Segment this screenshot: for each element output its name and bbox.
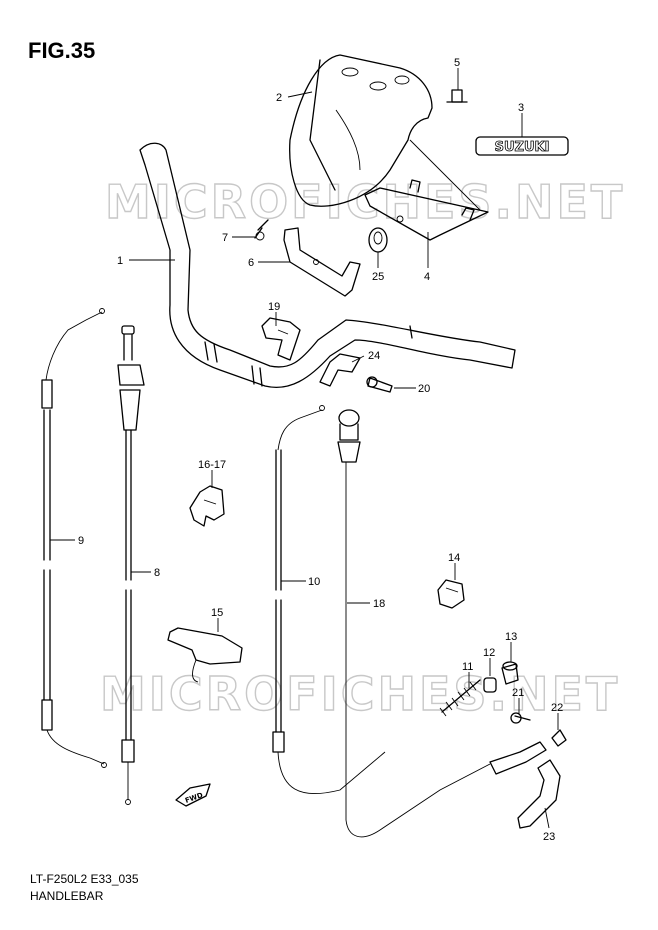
part-holder-15 (167, 627, 243, 683)
part-bolt-13 (501, 661, 519, 685)
callout-23: 23 (543, 831, 555, 843)
callout-24: 24 (368, 350, 380, 362)
callout-1: 1 (117, 255, 123, 267)
callout-8: 8 (154, 567, 160, 579)
suzuki-emblem-text: SUZUKI (495, 140, 550, 155)
part-bracket-6 (283, 227, 361, 297)
part-clip-22 (551, 729, 567, 747)
callout-19: 19 (268, 301, 280, 313)
callout-20: 20 (418, 383, 430, 395)
part-grommet-25 (368, 227, 388, 253)
part-clamp-24 (319, 353, 361, 387)
fwd-arrow-icon: FWD (175, 783, 211, 807)
callout-15: 15 (211, 607, 223, 619)
callout-25: 25 (372, 271, 384, 283)
part-cable-9 (41, 308, 107, 768)
part-handlebar-cover (289, 54, 433, 207)
callout-12: 12 (483, 647, 495, 659)
callout-6: 6 (248, 257, 254, 269)
callout-14: 14 (448, 552, 460, 564)
part-spring-11 (439, 679, 481, 717)
callout-7: 7 (222, 232, 228, 244)
diagram-name: HANDLEBAR (30, 889, 104, 903)
part-holder-14 (437, 579, 465, 609)
callout-21: 21 (512, 687, 524, 699)
part-lever-23 (517, 759, 561, 829)
part-bracket-4 (364, 139, 489, 241)
fwd-arrow-text: FWD (184, 791, 204, 805)
callout-5: 5 (454, 57, 460, 69)
callout-2: 2 (276, 92, 282, 104)
callout-18: 18 (373, 598, 385, 610)
leader-lines (50, 68, 559, 829)
callout-13: 13 (505, 631, 517, 643)
callout-labels: 1 2 3 4 5 6 7 8 9 10 11 12 13 14 15 16-1… (78, 57, 563, 843)
watermark-bottom: MICROFICHES.NET (100, 667, 620, 721)
watermark-top: MICROFICHES.NET (105, 175, 625, 229)
part-clamp-19 (261, 317, 301, 361)
part-screw-21 (510, 712, 531, 724)
callout-4: 4 (424, 271, 430, 283)
callout-22: 22 (551, 702, 563, 714)
part-handlebar (139, 142, 516, 388)
part-nut-12 (483, 677, 497, 693)
callout-3: 3 (518, 102, 524, 114)
diagram-code: LT-F250L2 E33_035 (30, 872, 139, 886)
callout-9: 9 (78, 535, 84, 547)
part-suzuki-emblem: SUZUKI (475, 136, 569, 156)
callout-16-17: 16-17 (198, 459, 226, 471)
part-cable-8 (117, 325, 145, 805)
callout-10: 10 (308, 576, 320, 588)
part-clip-16-17 (189, 485, 225, 527)
part-bolt-5 (446, 89, 468, 103)
callout-11: 11 (462, 661, 473, 673)
part-cable-adjuster (489, 741, 547, 775)
part-bolt-20 (366, 376, 393, 393)
part-screw-7 (254, 219, 269, 241)
part-cable-18 (337, 409, 491, 838)
part-cable-10 (272, 405, 386, 795)
figure-title: FIG.35 (28, 38, 96, 63)
